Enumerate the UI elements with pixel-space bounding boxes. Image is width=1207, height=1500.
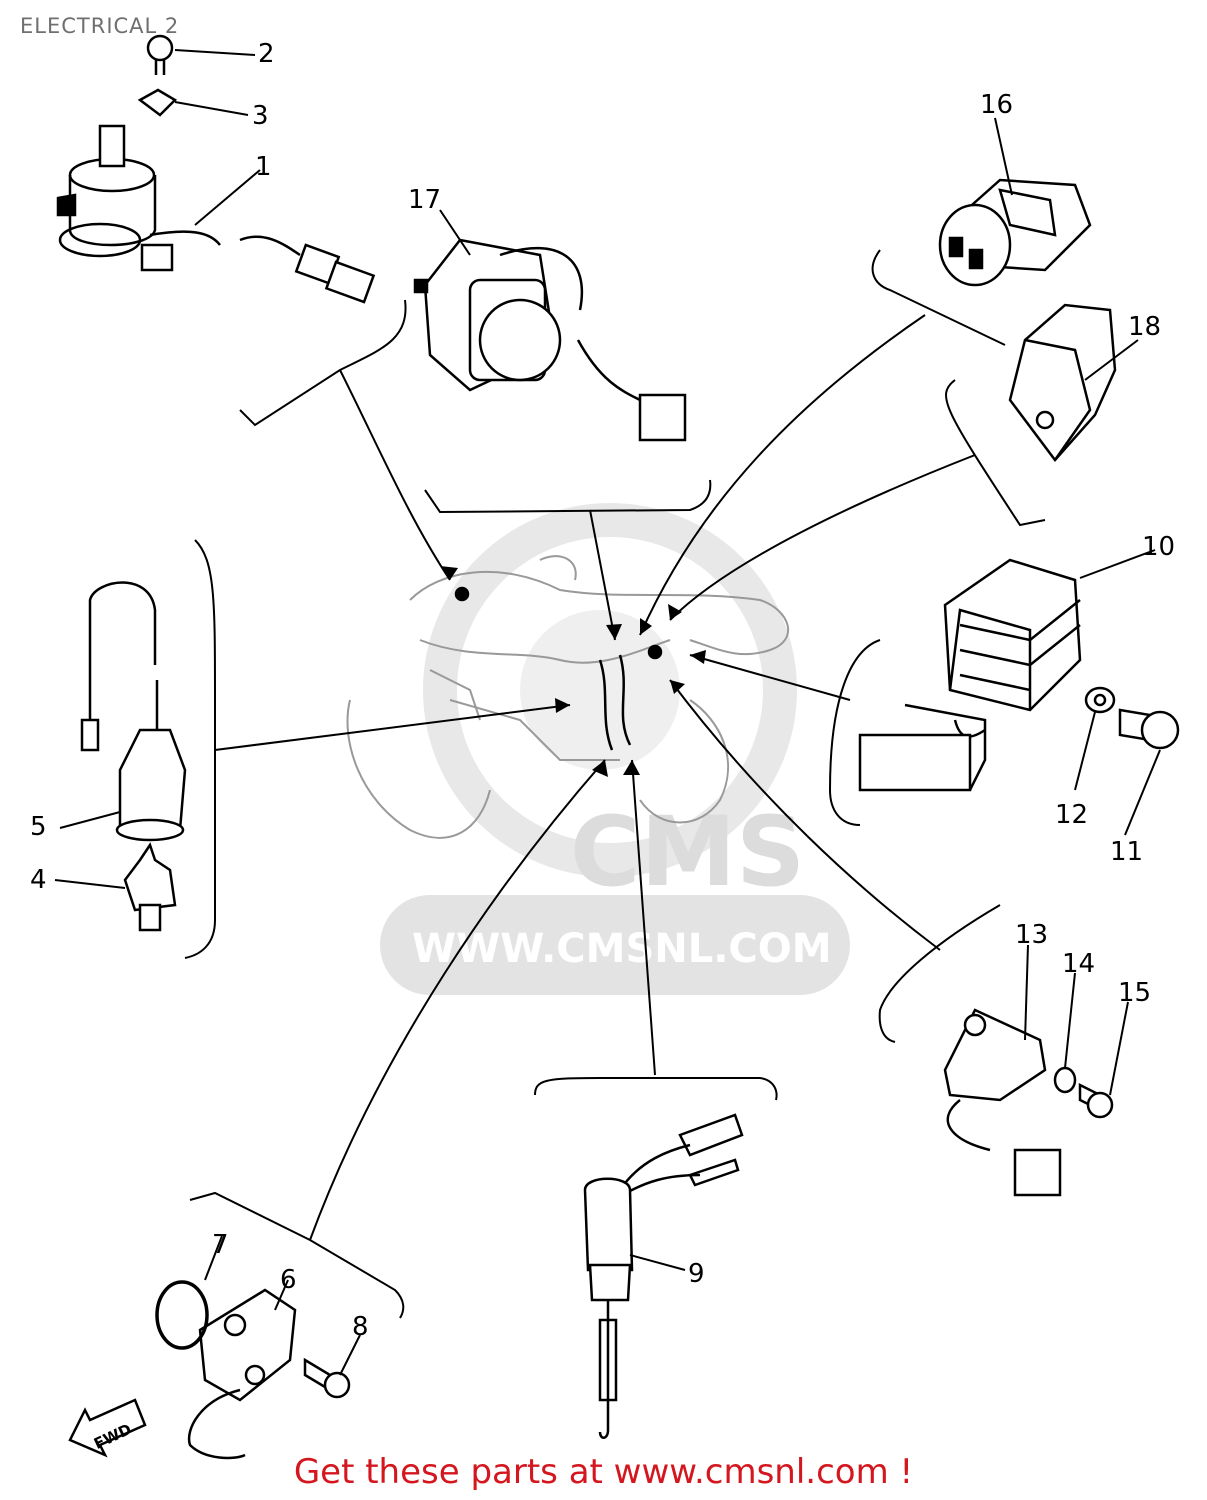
callout-1: 1 xyxy=(255,152,272,182)
callout-2: 2 xyxy=(258,39,275,69)
watermark-brand: CMS xyxy=(570,796,805,908)
stop-switch-part-9 xyxy=(583,1113,744,1439)
cms-watermark: CMS WWW.CMSNL.COM xyxy=(380,503,850,995)
callout-11: 11 xyxy=(1110,837,1143,867)
pickup-coil-part-13 xyxy=(943,1008,1062,1197)
rectifier-part-10 xyxy=(858,558,1082,792)
callout-9: 9 xyxy=(688,1259,705,1289)
callout-4: 4 xyxy=(30,865,47,895)
relay-part-18 xyxy=(1008,303,1117,462)
nut-part-3 xyxy=(137,88,178,117)
callout-18: 18 xyxy=(1128,312,1161,342)
screw-part-15 xyxy=(1078,1082,1114,1119)
watermark-url: WWW.CMSNL.COM xyxy=(412,926,832,972)
callout-17: 17 xyxy=(408,185,441,215)
fwd-arrow-icon: FWD xyxy=(68,1398,147,1458)
callout-10: 10 xyxy=(1142,532,1175,562)
group-brackets xyxy=(184,249,1046,1319)
relay-part-17 xyxy=(413,238,687,442)
washer-part-14 xyxy=(1053,1066,1077,1094)
callout-3: 3 xyxy=(252,101,269,131)
callout-15: 15 xyxy=(1118,978,1151,1008)
callout-numbers: 2 3 1 17 16 18 10 12 11 5 4 13 14 15 9 7… xyxy=(30,39,1175,1342)
callout-8: 8 xyxy=(352,1312,369,1342)
motorcycle-frame-outline xyxy=(346,555,790,839)
callout-7: 7 xyxy=(212,1230,229,1260)
screw-part-2 xyxy=(146,34,174,75)
neutral-switch-part-4 xyxy=(123,842,177,932)
callout-14: 14 xyxy=(1062,949,1095,979)
flasher-relay-part-16 xyxy=(938,178,1092,287)
o-ring-part-7 xyxy=(155,1280,209,1350)
bolt-part-8 xyxy=(303,1357,351,1399)
harness-junction xyxy=(454,586,663,751)
callout-12: 12 xyxy=(1055,800,1088,830)
leader-lines xyxy=(214,314,976,1241)
main-switch-part-1 xyxy=(56,124,376,304)
callout-16: 16 xyxy=(980,90,1013,120)
callout-5: 5 xyxy=(30,812,47,842)
bolt-part-11 xyxy=(1118,708,1180,750)
callout-6: 6 xyxy=(280,1265,297,1295)
callout-leaders xyxy=(54,49,1161,1376)
oil-level-gauge-part-6 xyxy=(187,1288,297,1460)
washer-part-12 xyxy=(1084,686,1116,714)
page-title: ELECTRICAL 2 xyxy=(20,14,180,38)
leader-arrowheads xyxy=(440,566,706,777)
footer-link-text[interactable]: Get these parts at www.cmsnl.com ! xyxy=(293,1452,914,1492)
neutral-switch-wire-part-5 xyxy=(80,581,187,842)
callout-13: 13 xyxy=(1015,920,1048,950)
